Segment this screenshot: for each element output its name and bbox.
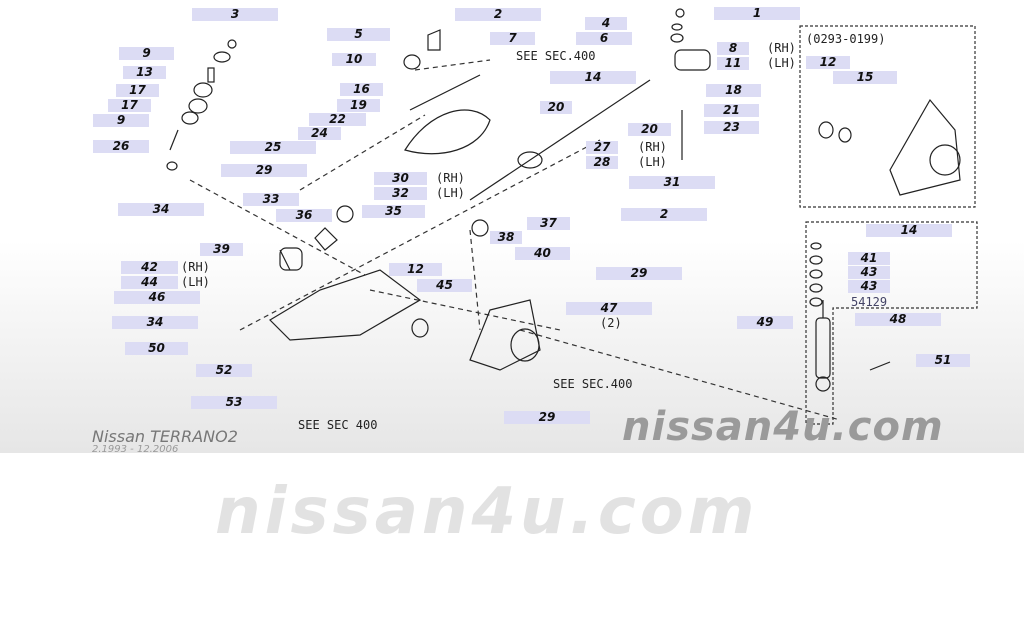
- callout-12b: 12: [389, 263, 442, 276]
- callout-35: 35: [362, 205, 425, 218]
- watermark: nissan4u.com: [622, 404, 944, 450]
- callout-32: 32: [374, 187, 427, 200]
- callout-22: 22: [309, 113, 366, 126]
- callout-14: 14: [550, 71, 636, 84]
- callout-20b: 20: [628, 123, 671, 136]
- lh-note: (LH): [436, 186, 465, 200]
- see-sec-note: SEE SEC.400: [516, 49, 596, 63]
- model-title: Nissan TERRANO2: [92, 427, 238, 446]
- callout-2: 2: [455, 8, 541, 21]
- callout-18: 18: [706, 84, 761, 97]
- callout-46: 46: [114, 291, 200, 304]
- callout-12: 12: [806, 56, 850, 69]
- callout-30: 30: [374, 172, 427, 185]
- callout-7: 7: [490, 32, 535, 45]
- callout-52: 52: [196, 364, 252, 377]
- callout-47: 47: [566, 302, 652, 315]
- lh-note: (LH): [638, 155, 667, 169]
- callout-8: 8: [717, 42, 749, 55]
- callout-29b: 29: [596, 267, 682, 280]
- callout-43: 43: [848, 266, 890, 279]
- callout-10: 10: [332, 53, 376, 66]
- callout-39: 39: [200, 243, 243, 256]
- model-dates: 2.1993 - 12.2006: [92, 444, 179, 455]
- callout-19: 19: [337, 99, 380, 112]
- callout-51: 51: [916, 354, 970, 367]
- callout-40: 40: [515, 247, 570, 260]
- callout-34: 34: [118, 203, 204, 216]
- inset-box-0293-0199: [799, 25, 976, 208]
- callout-9: 9: [119, 47, 174, 60]
- callout-31: 31: [629, 176, 715, 189]
- callout-36: 36: [276, 209, 332, 222]
- callout-11: 11: [717, 57, 749, 70]
- callout-20: 20: [540, 101, 572, 114]
- watermark-faint: nissan4u.com: [215, 475, 759, 549]
- callout-48: 48: [855, 313, 941, 326]
- callout-45: 45: [417, 279, 472, 292]
- callout-14b: 14: [866, 224, 952, 237]
- inset-box-shock: [805, 221, 978, 425]
- callout-33: 33: [243, 193, 299, 206]
- callout-25: 25: [230, 141, 316, 154]
- lh-note: (LH): [181, 275, 210, 289]
- rh-note: (RH): [181, 260, 210, 274]
- rh-note: (RH): [436, 171, 465, 185]
- callout-26: 26: [93, 140, 149, 153]
- callout-42: 42: [121, 261, 178, 274]
- callout-53: 53: [191, 396, 277, 409]
- callout-27: 27: [586, 141, 618, 154]
- diagram-drawing: [166, 8, 978, 425]
- quantity-note: (2): [600, 316, 622, 330]
- overlap-label: 54129: [851, 295, 888, 309]
- callout-38: 38: [490, 231, 522, 244]
- callout-6: 6: [576, 32, 632, 45]
- callout-34b: 34: [112, 316, 198, 329]
- callout-17b: 17: [108, 99, 151, 112]
- callout-4: 4: [585, 17, 627, 30]
- callout-29c: 29: [504, 411, 590, 424]
- callout-15: 15: [833, 71, 897, 84]
- callout-21: 21: [704, 104, 759, 117]
- rh-note: (RH): [638, 140, 667, 154]
- inset-range: (0293-0199): [806, 32, 886, 46]
- callout-2b: 2: [621, 208, 707, 221]
- callout-28: 28: [586, 156, 618, 169]
- rh-note: (RH): [767, 41, 796, 55]
- see-sec-note: SEE SEC 400: [298, 418, 378, 432]
- callout-24: 24: [298, 127, 341, 140]
- callout-43b: 43: [848, 280, 890, 293]
- callout-9b: 9: [93, 114, 149, 127]
- callout-16: 16: [340, 83, 383, 96]
- callout-29: 29: [221, 164, 307, 177]
- callout-5: 5: [327, 28, 390, 41]
- parts: [166, 8, 961, 392]
- callout-37: 37: [527, 217, 570, 230]
- see-sec-note: SEE SEC.400: [553, 377, 633, 391]
- callout-17: 17: [116, 84, 159, 97]
- callout-50: 50: [125, 342, 188, 355]
- callout-3: 3: [192, 8, 278, 21]
- callout-13: 13: [123, 66, 166, 79]
- callout-23: 23: [704, 121, 759, 134]
- dashed-leader-lines: [189, 59, 841, 421]
- callout-41: 41: [848, 252, 890, 265]
- lh-note: (LH): [767, 56, 796, 70]
- callout-49: 49: [737, 316, 793, 329]
- callout-1: 1: [714, 7, 800, 20]
- callout-44: 44: [121, 276, 178, 289]
- parts-diagram: 3 2 1 5 4 6 9 13 10 7 8 11 12 15 14 17 1…: [0, 0, 1024, 455]
